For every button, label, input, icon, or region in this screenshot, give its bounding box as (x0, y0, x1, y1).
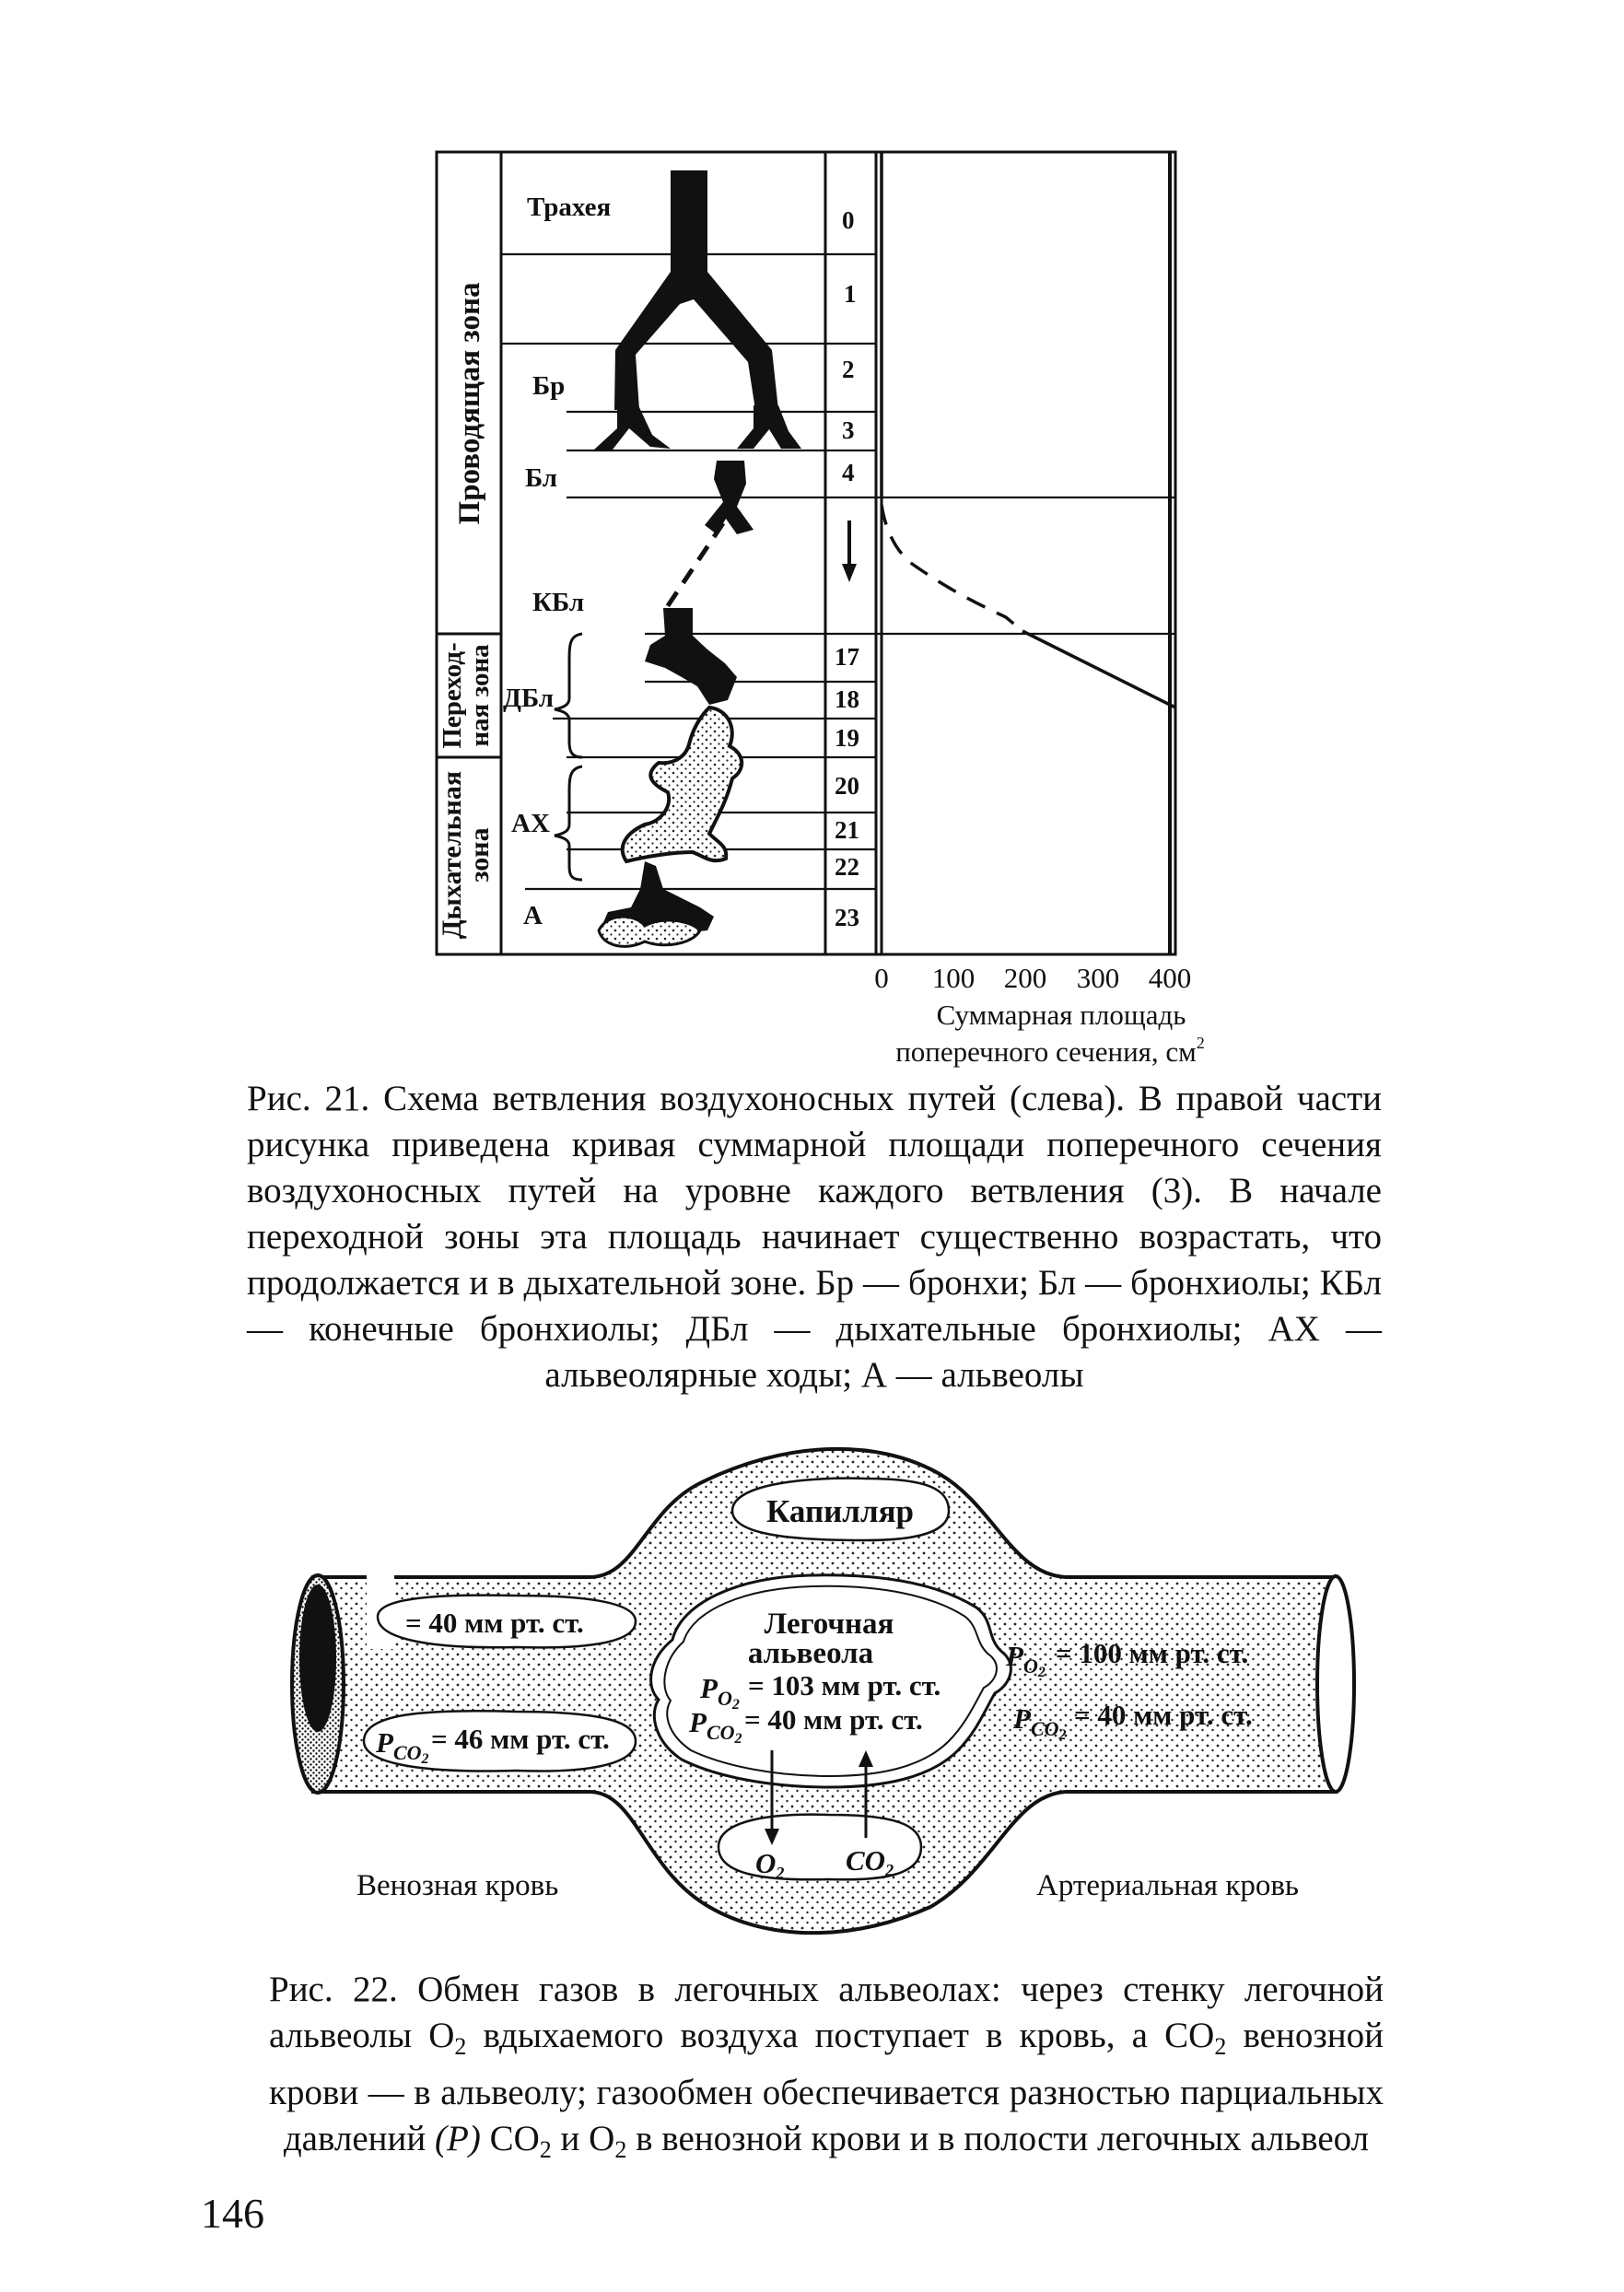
arterial-po2-value: = 100 мм рт. ст. (1056, 1637, 1248, 1669)
venous-label-mask (367, 1557, 394, 1649)
caption22-part1: Рис. 22. Обмен газов в легочных альвеола… (269, 1970, 1384, 2055)
x-tick-100: 100 (932, 962, 976, 994)
generation-19: 19 (835, 724, 859, 752)
co2-label-text: CO (846, 1844, 885, 1877)
venous-po2-value: = 40 мм рт. ст. (405, 1607, 584, 1639)
o2-label: O2 (755, 1847, 784, 1882)
venous-po2-bubble (376, 1594, 637, 1649)
label-bronchioles: Бл (525, 463, 557, 493)
o2-label-text: O (755, 1847, 776, 1879)
o2-arrow-head-icon (765, 1829, 779, 1845)
caption22-sub1: 2 (454, 2033, 467, 2060)
caption22-sub3: 2 (539, 2136, 552, 2163)
zone-transitional-label-2: ная зона (465, 644, 495, 747)
label-bronchi: Бр (532, 371, 565, 401)
x-tick-400: 400 (1149, 962, 1192, 994)
alveolus-label-2: альвеола (748, 1637, 873, 1670)
caption22-part5: CO (480, 2119, 540, 2158)
alveolar-pco2-value: = 40 мм рт. ст. (744, 1703, 923, 1736)
generation-17: 17 (835, 643, 859, 671)
zone-respiratory-label-1: Дыхательная (437, 771, 467, 939)
alveolar-ducts (597, 705, 744, 948)
generation-1: 1 (844, 280, 857, 308)
dashed-transition (660, 521, 726, 614)
alveolus-wall-inner (663, 1585, 998, 1778)
venous-pco2-value: = 46 мм рт. ст. (431, 1723, 610, 1755)
zone-transitional-label-1: Переход- (438, 642, 467, 748)
generation-18: 18 (835, 685, 859, 713)
caption22-part2: вдыхаемого воздуха поступает в кровь, а … (466, 2016, 1215, 2055)
x-axis-label-line2: поперечного сечения, см2 (895, 1034, 1205, 1068)
capillary-label: Капилляр (766, 1493, 914, 1529)
zone-respiratory-label-2: зона (464, 827, 495, 882)
vessel-left-opening-dark (299, 1585, 336, 1732)
x-tick-200: 200 (1004, 962, 1047, 994)
alveolar-po2-value: = 103 мм рт. ст. (748, 1669, 941, 1701)
zone-conducting-label: Проводящая зона (453, 283, 486, 525)
co2-label: CO2 (846, 1844, 894, 1879)
vessel-right-opening (1315, 1574, 1356, 1794)
generation-22: 22 (835, 853, 859, 881)
generation-2: 2 (842, 356, 855, 383)
caption22-sub4: 2 (614, 2136, 627, 2163)
arterial-pco2-value: = 40 мм рт. ст. (1074, 1699, 1253, 1731)
bronchial-tree (594, 170, 801, 705)
arterial-blood-label: Артериальная кровь (1036, 1869, 1299, 1902)
figure-21-caption: Рис. 21. Схема ветвления воздухоносных п… (247, 1079, 1382, 1395)
generation-20: 20 (835, 772, 859, 800)
x-axis-label-superscript: 2 (1197, 1034, 1205, 1052)
generation-21: 21 (835, 816, 859, 844)
x-tick-300: 300 (1077, 962, 1120, 994)
capillary-label-bubble (730, 1477, 951, 1542)
label-respiratory-bronchioles: ДБл (503, 684, 554, 713)
venous-pco2-bubble (362, 1710, 637, 1772)
co2-arrow-head-icon (859, 1750, 873, 1767)
area-curve (880, 152, 1176, 709)
x-tick-0: 0 (874, 962, 889, 994)
label-alveoli: А (523, 901, 543, 930)
label-alveolar-ducts: АХ (511, 809, 550, 838)
generation-3: 3 (842, 416, 855, 444)
figure-22-gas-exchange: = 40 мм рт. ст. PCO2 = 46 мм рт. ст. Кап… (290, 1446, 1356, 1935)
caption22-part3: венозной крови — в альвеолу; газообмен о… (269, 2016, 1384, 2158)
label-terminal-bronchioles: КБл (532, 588, 584, 617)
caption22-sub2: 2 (1214, 2033, 1227, 2060)
caption22-part4: (P) (435, 2119, 481, 2158)
venous-blood-label: Венозная кровь (356, 1869, 558, 1902)
x-axis-label-line2-text: поперечного сечения, см (895, 1035, 1197, 1068)
braces (554, 632, 583, 882)
generations-arrow-icon (842, 520, 857, 582)
alveolus-label-1: Легочная (765, 1608, 894, 1641)
generation-lines (501, 252, 1175, 891)
generation-23: 23 (835, 904, 859, 931)
caption22-part7: в венозной крови и в полости легочных ал… (626, 2119, 1370, 2158)
label-trachea: Трахея (527, 193, 611, 222)
generation-4: 4 (842, 459, 855, 486)
figure-21-airway-branching: Проводящая зона Переход- ная зона Дыхате… (435, 150, 1205, 1068)
generation-0: 0 (842, 206, 855, 234)
x-axis-label-line1: Суммарная площадь (937, 999, 1186, 1031)
page-number: 146 (201, 2190, 264, 2237)
figure-22-caption: Рис. 22. Обмен газов в легочных альвеола… (269, 1967, 1384, 2173)
caption22-part6: и O (551, 2119, 615, 2158)
